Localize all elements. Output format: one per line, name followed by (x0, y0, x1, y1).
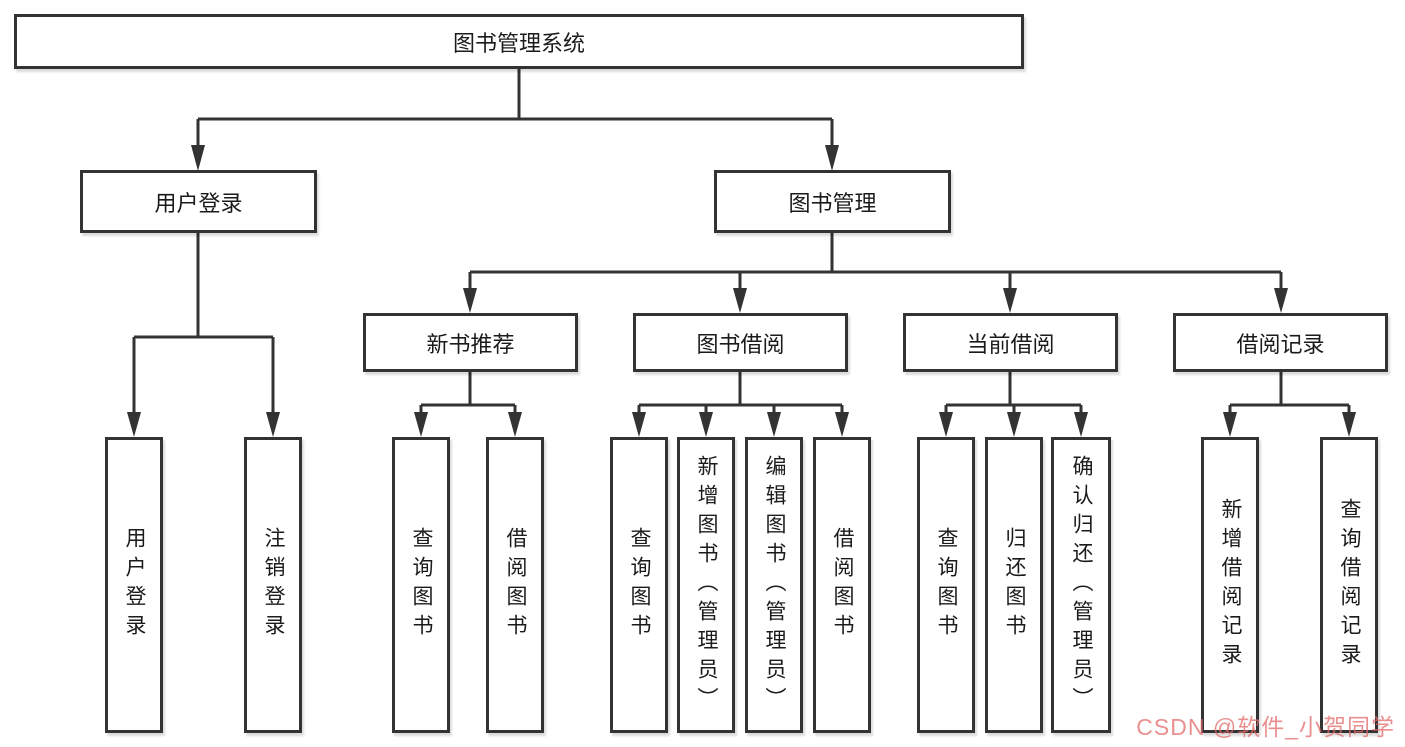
node-borrow-records-label: 借阅记录 (1236, 331, 1325, 357)
leaf-add-borrow-record: 新增借阅记录 (1201, 437, 1259, 733)
node-book-borrowing-label: 图书借阅 (696, 331, 785, 357)
watermark: CSDN @软件_小贺同学 (1136, 714, 1395, 740)
leaf-edit-books-admin: 编辑图书（管理员） (745, 437, 803, 733)
leaf-borrow-books-2: 借阅图书 (813, 437, 871, 733)
leaf-user-login: 用户登录 (105, 437, 163, 733)
node-borrow-records: 借阅记录 (1173, 313, 1388, 372)
node-user-login-label: 用户登录 (154, 190, 243, 216)
node-book-management: 图书管理 (714, 170, 951, 233)
leaf-query-borrow-record: 查询借阅记录 (1320, 437, 1378, 733)
node-new-book-recommend-label: 新书推荐 (426, 331, 515, 357)
leaf-return-books: 归还图书 (985, 437, 1043, 733)
node-current-borrowing: 当前借阅 (903, 313, 1118, 372)
leaf-logout: 注销登录 (244, 437, 302, 733)
node-user-login: 用户登录 (80, 170, 317, 233)
node-root-label: 图书管理系统 (452, 30, 585, 56)
leaf-query-books-1: 查询图书 (392, 437, 450, 733)
leaf-add-books-admin: 新增图书（管理员） (677, 437, 735, 733)
leaf-query-books-2: 查询图书 (610, 437, 668, 733)
node-book-management-label: 图书管理 (788, 190, 877, 216)
node-root: 图书管理系统 (14, 14, 1024, 69)
node-book-borrowing: 图书借阅 (633, 313, 848, 372)
leaf-borrow-books-1: 借阅图书 (486, 437, 544, 733)
node-current-borrowing-label: 当前借阅 (966, 331, 1055, 357)
leaf-query-books-3: 查询图书 (917, 437, 975, 733)
node-new-book-recommend: 新书推荐 (363, 313, 578, 372)
leaf-confirm-return-admin: 确认归还（管理员） (1051, 437, 1111, 733)
